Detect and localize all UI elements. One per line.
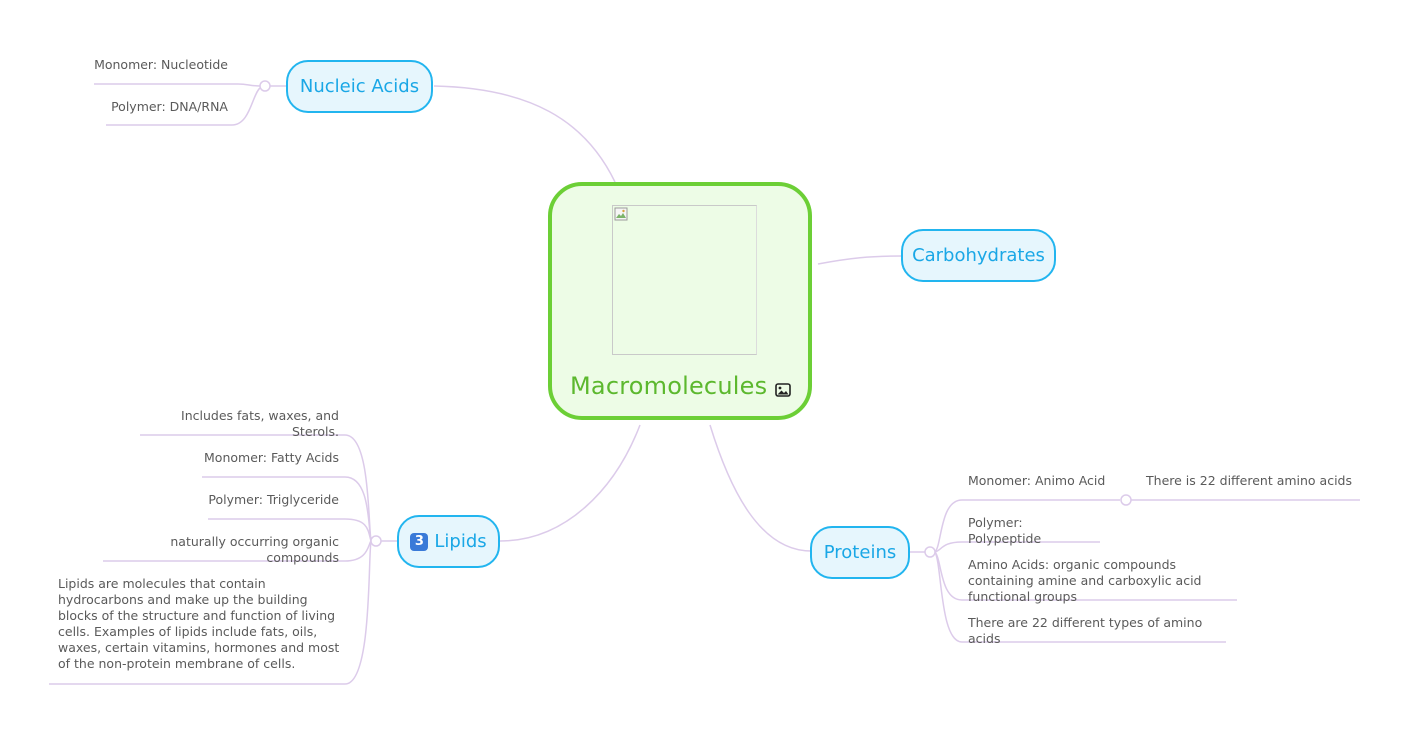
connector-lipids [499,424,641,542]
leaf-amino-acid-count[interactable]: There is 22 different amino acids [1146,473,1352,488]
topic-proteins-label: Proteins [823,542,897,563]
junction-proteins [924,546,936,558]
junction-monomer [1120,494,1132,506]
central-topic-macromolecules[interactable]: Macromolecules [548,182,812,420]
topic-lipids-label: Lipids [434,531,487,552]
central-image-placeholder [612,205,757,355]
connector-nucleic-polymer [106,87,261,126]
leaf-lipids-natural[interactable]: naturally occurring organic compounds [170,534,339,565]
broken-image-icon [614,207,628,221]
topic-carbohydrates[interactable]: Carbohydrates [901,229,1056,282]
leaf-proteins-monomer[interactable]: Monomer: Animo Acid [968,473,1106,488]
topic-proteins[interactable]: Proteins [810,526,910,579]
connector-nucleic-monomer [94,83,261,87]
topic-nucleic-acids-label: Nucleic Acids [299,76,420,97]
connector-nucleic-acids [433,85,616,183]
leaf-proteins-amino-acids[interactable]: Amino Acids: organic compounds containin… [968,557,1202,604]
junction-lipids [370,535,382,547]
topic-lipids[interactable]: 3 Lipids [397,515,500,568]
leaf-lipids-includes[interactable]: Includes fats, waxes, and Sterols. [181,408,339,439]
junction-nucleic-acids [259,80,271,92]
central-title: Macromolecules [570,372,768,400]
leaf-lipids-monomer[interactable]: Monomer: Fatty Acids [204,450,339,465]
connector-proteins-1 [934,499,1120,553]
topic-carbohydrates-label: Carbohydrates [912,245,1045,266]
leaf-lipids-description[interactable]: Lipids are molecules that contain hydroc… [58,576,340,671]
leaf-nucleic-monomer[interactable]: Monomer: Nucleotide [94,57,228,72]
connector-proteins-2 [934,541,1100,553]
leaf-proteins-polymer[interactable]: Polymer: Polypeptide [968,515,1042,546]
number-three-badge-icon: 3 [410,532,429,551]
connector-proteins-4 [934,551,1226,643]
leaf-lipids-polymer[interactable]: Polymer: Triglyceride [208,492,339,507]
connector-lipids-2 [202,476,372,542]
connector-proteins [709,424,812,552]
image-icon[interactable] [775,383,791,397]
connector-carbohydrates [817,255,903,265]
topic-nucleic-acids[interactable]: Nucleic Acids [286,60,433,113]
leaf-nucleic-polymer[interactable]: Polymer: DNA/RNA [111,99,228,114]
connector-lipids-5 [49,540,372,685]
leaf-proteins-types[interactable]: There are 22 different types of amino ac… [968,615,1203,646]
connector-lipids-3 [208,518,372,542]
